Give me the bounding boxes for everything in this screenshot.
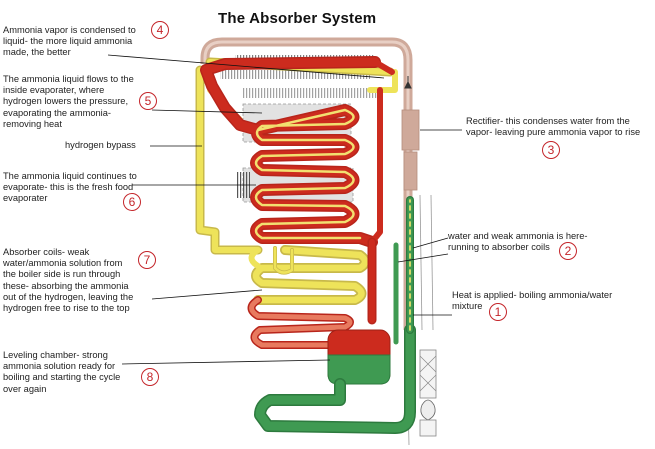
- marker-5: 5: [139, 92, 157, 110]
- annotation-line: Ammonia vapor is condensed to: [3, 25, 136, 35]
- annotation-line: The ammonia liquid continues to: [3, 171, 137, 181]
- annotation-line: made, the better: [3, 47, 71, 58]
- marker-1: 1: [489, 303, 507, 321]
- annotation-line: inside evaporater, where: [3, 85, 105, 96]
- absorber-liquid-loop: [254, 196, 416, 434]
- annotation-evaporator-inside: The ammonia liquid flows to the inside e…: [3, 74, 134, 130]
- annotation-line: removing heat: [3, 118, 62, 129]
- diagram-title: The Absorber System: [218, 10, 377, 27]
- leader-lines: [107, 54, 462, 365]
- annotation-heat-applied: Heat is applied- boiling ammonia/water m…: [452, 290, 612, 312]
- annotation-line: evaporating the ammonia-: [3, 107, 112, 118]
- marker-6: 6: [123, 193, 141, 211]
- annotation-line: over again: [3, 383, 47, 394]
- annotation-line: Heat is applied- boiling ammonia/water: [452, 290, 613, 300]
- annotation-line: The ammonia liquid flows to the: [3, 74, 134, 84]
- annotation-line: liquid- the more liquid ammonia: [3, 36, 133, 47]
- annotation-absorber-coils: Absorber coils- weak water/ammonia solut…: [3, 247, 133, 314]
- annotation-fresh-food-evaporator: The ammonia liquid continues to evaporat…: [3, 171, 137, 205]
- marker-8: 8: [141, 368, 159, 386]
- annotation-line: water/ammonia solution from: [3, 258, 123, 269]
- boiler-heater: [419, 349, 437, 437]
- annotation-line: ammonia solution ready for: [3, 361, 116, 372]
- annotation-rectifier: Rectifier- this condenses water from the…: [466, 116, 640, 138]
- leveling-chamber: [327, 329, 391, 385]
- annotation-line: running to absorber coils: [448, 242, 550, 253]
- annotation-line: Rectifier- this condenses water from the: [466, 116, 630, 126]
- marker-3: 3: [542, 141, 560, 159]
- marker-2: 2: [559, 242, 577, 260]
- marker-4: 4: [151, 21, 169, 39]
- absorber-return-lines: [247, 296, 354, 349]
- annotation-line: hydrogen free to rise to the top: [3, 303, 130, 314]
- annotation-line: evaporater: [3, 193, 48, 204]
- ammonia-evaporator: [200, 56, 395, 325]
- annotation-weak-ammonia: water and weak ammonia is here- running …: [448, 231, 588, 253]
- annotation-line: these- absorbing the ammonia: [3, 280, 129, 291]
- annotation-line: boiling and starting the cycle: [3, 372, 121, 383]
- rectifier-tube: [200, 37, 420, 330]
- annotation-hydrogen-bypass: hydrogen bypass: [65, 140, 136, 151]
- annotation-line: mixture: [452, 301, 483, 312]
- annotation-line: hydrogen lowers the pressure,: [3, 96, 129, 107]
- annotation-line: Leveling chamber- strong: [3, 350, 108, 360]
- annotation-leveling-chamber: Leveling chamber- strong ammonia solutio…: [3, 350, 120, 395]
- annotation-line: hydrogen bypass: [65, 140, 136, 150]
- annotation-line: vapor- leaving pure ammonia vapor to ris…: [466, 127, 641, 138]
- marker-7: 7: [138, 251, 156, 269]
- annotation-line: the boiler side is run through: [3, 269, 121, 280]
- annotation-condenser: Ammonia vapor is condensed to liquid- th…: [3, 25, 136, 59]
- annotation-line: Absorber coils- weak: [3, 247, 90, 257]
- annotation-line: water and weak ammonia is here-: [448, 231, 588, 241]
- annotation-line: out of the hydrogen, leaving the: [3, 291, 134, 302]
- annotation-line: evaporate- this is the fresh food: [3, 182, 134, 193]
